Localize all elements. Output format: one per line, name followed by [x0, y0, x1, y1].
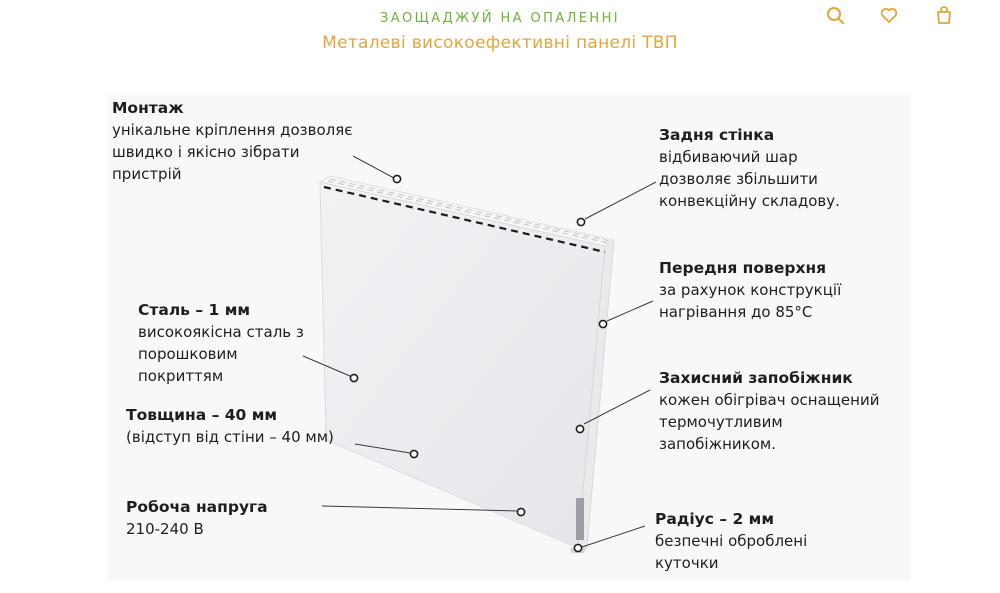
- callout-title: Робоча напруга: [126, 498, 268, 516]
- page-title: Металеві високоефективні панелі ТВП: [322, 33, 678, 53]
- callout-voltage: Робоча напруга 210-240 В: [126, 498, 268, 538]
- hotspot-radius: [573, 543, 583, 553]
- callout-radius: Радіус – 2 мм безпечні оброблені куточки: [655, 510, 808, 572]
- callout-title: Радіус – 2 мм: [655, 510, 775, 528]
- callout-mounting: Монтаж унікальне кріплення дозволяє швид…: [112, 99, 353, 183]
- hotspot-thickness: [409, 449, 419, 459]
- hotspot-fuse: [575, 424, 585, 434]
- callout-fuse: Захисний запобіжник кожен обігрівач осна…: [659, 369, 880, 453]
- callout-title: Монтаж: [112, 99, 184, 117]
- header-eyebrow: ЗАОЩАДЖУЙ НА ОПАЛЕННІ: [380, 11, 620, 26]
- heart-icon[interactable]: [878, 4, 900, 26]
- callout-back-wall: Задня стінка відбиваючий шар дозволяє зб…: [659, 126, 840, 210]
- search-icon[interactable]: [824, 4, 846, 26]
- hotspot-front-surface: [598, 319, 608, 329]
- header-actions: [820, 4, 990, 26]
- callout-title: Передня поверхня: [659, 259, 827, 277]
- hotspot-voltage: [516, 507, 526, 517]
- hotspot-steel: [349, 373, 359, 383]
- hotspot-mounting: [392, 174, 402, 184]
- callout-thickness: Товщина – 40 мм (відступ від стіни – 40 …: [126, 406, 334, 446]
- hotspot-back-wall: [576, 217, 586, 227]
- callout-title: Задня стінка: [659, 126, 775, 144]
- callout-title: Товщина – 40 мм: [126, 406, 278, 424]
- callout-title: Сталь – 1 мм: [138, 301, 251, 319]
- callout-front-surface: Передня поверхня за рахунок конструкції …: [659, 259, 842, 321]
- callout-steel: Сталь – 1 мм високоякісна сталь з порошк…: [138, 301, 304, 385]
- callout-title: Захисний запобіжник: [659, 369, 853, 387]
- shopping-bag-icon[interactable]: [933, 4, 955, 26]
